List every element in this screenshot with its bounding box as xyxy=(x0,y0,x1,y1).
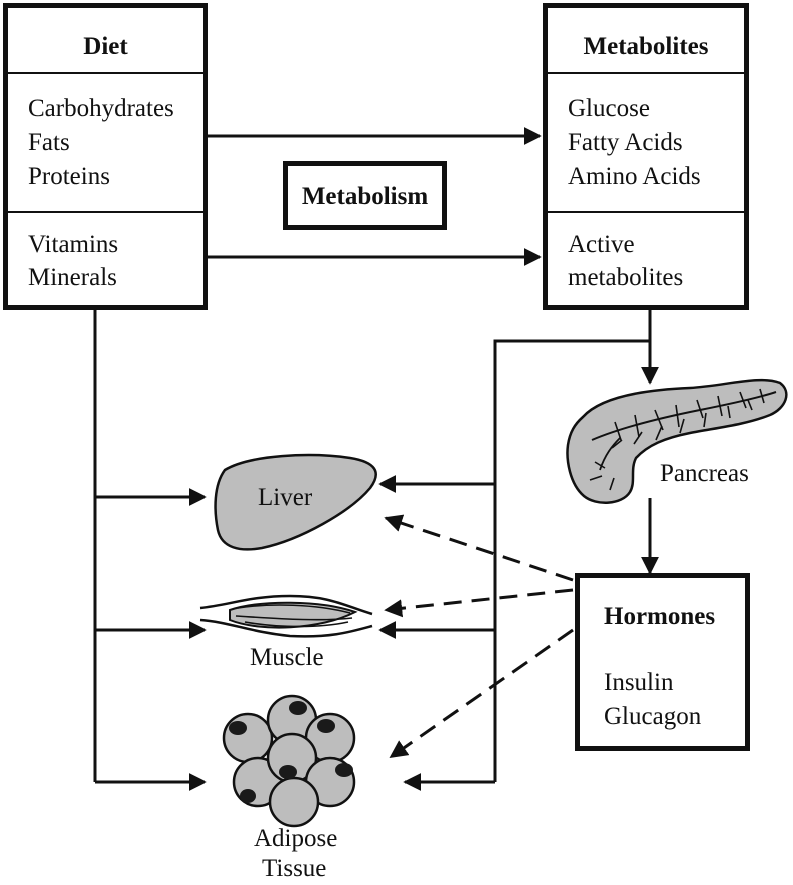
metabolite-glucose: Glucose xyxy=(568,95,650,122)
adipose-icon xyxy=(222,694,356,828)
adipose-label-line2: Tissue xyxy=(262,855,327,882)
metabolism-label: Metabolism xyxy=(301,183,429,210)
diet-item-proteins: Proteins xyxy=(28,163,110,190)
liver-label: Liver xyxy=(258,484,313,511)
pancreas-label: Pancreas xyxy=(660,460,749,487)
pancreas-icon xyxy=(566,378,788,504)
diet-item-minerals: Minerals xyxy=(28,264,117,291)
diet-box: Diet Carbohydrates Fats Proteins Vitamin… xyxy=(3,3,208,310)
hormone-insulin: Insulin xyxy=(604,669,674,696)
metabolites-divider xyxy=(548,72,744,74)
dashed-arrow-hormones-to-adipose xyxy=(389,628,574,759)
metabolites-box: Metabolites Glucose Fatty Acids Amino Ac… xyxy=(543,3,749,310)
metabolites-branch-line xyxy=(493,310,652,782)
metabolite-active-line1: Active xyxy=(568,231,635,258)
metabolites-title: Metabolites xyxy=(583,33,709,60)
hormone-glucagon: Glucagon xyxy=(604,703,702,730)
metabolite-amino-acids: Amino Acids xyxy=(568,163,701,190)
liver-icon xyxy=(214,453,377,551)
muscle-icon xyxy=(199,594,373,638)
hormones-title: Hormones xyxy=(604,603,716,630)
diet-title: Diet xyxy=(83,33,128,60)
diet-divider xyxy=(8,211,203,213)
dashed-arrow-hormones-to-liver xyxy=(384,514,574,582)
metabolite-fatty-acids: Fatty Acids xyxy=(568,129,683,156)
diet-item-carbohydrates: Carbohydrates xyxy=(28,95,174,122)
metabolite-active-line2: metabolites xyxy=(568,264,684,291)
metabolites-divider xyxy=(548,211,744,213)
metabolism-box: Metabolism xyxy=(283,161,447,230)
muscle-label: Muscle xyxy=(250,644,324,671)
adipose-label-line1: Adipose xyxy=(254,825,338,852)
diet-item-fats: Fats xyxy=(28,129,70,156)
diet-divider xyxy=(8,72,203,74)
dashed-arrow-hormones-to-muscle xyxy=(384,588,574,618)
hormones-box: Hormones Insulin Glucagon xyxy=(575,573,750,751)
diet-item-vitamins: Vitamins xyxy=(28,231,119,258)
